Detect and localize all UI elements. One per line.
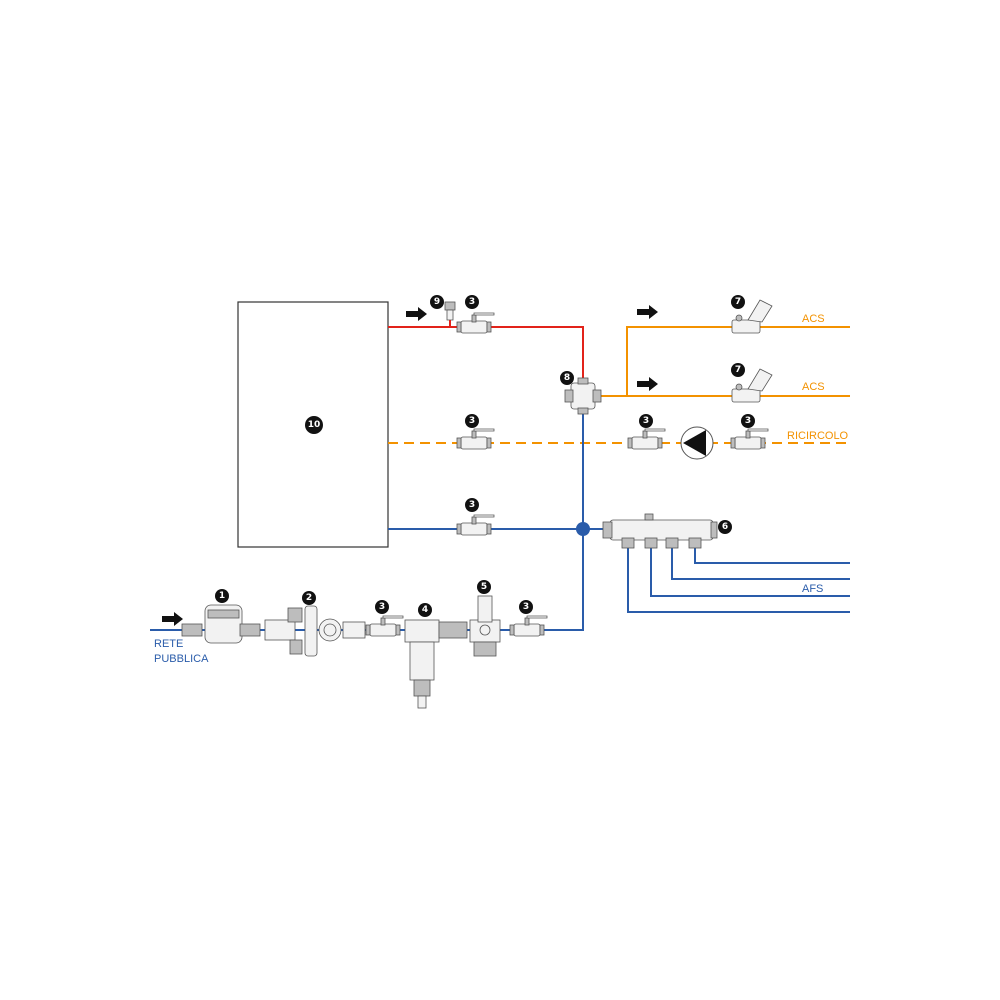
badge-5: 5	[477, 580, 491, 594]
badge-3-ric-3: 3	[741, 414, 755, 428]
badge-9: 9	[430, 295, 444, 309]
balancing-valve-mid	[731, 368, 773, 403]
balancing-valve-top	[731, 299, 773, 334]
svg-text:3: 3	[469, 416, 475, 426]
ball-valve-ricircolo-2	[627, 428, 666, 450]
cold-manifold	[602, 513, 718, 549]
svg-text:10: 10	[308, 420, 321, 430]
svg-text:1: 1	[219, 591, 225, 601]
badge-6: 6	[718, 520, 732, 534]
badge-1: 1	[215, 589, 229, 603]
cold-pipe-riser	[540, 410, 584, 631]
arrow-right-icon	[162, 612, 183, 626]
arrow-right-icon	[637, 305, 658, 319]
label-afs: AFS	[802, 583, 823, 595]
svg-text:3: 3	[523, 602, 529, 612]
ball-valve-hot	[456, 312, 495, 334]
ball-valve-inlet-1	[365, 615, 404, 637]
badge-7-top: 7	[731, 295, 745, 309]
pump-icon	[680, 426, 714, 460]
hot-pipe	[388, 326, 584, 382]
afs-branch-1	[694, 548, 850, 564]
svg-text:8: 8	[564, 373, 570, 383]
pressure-reducer	[469, 595, 501, 657]
badge-3-hot: 3	[465, 295, 479, 309]
label-acs-mid: ACS	[802, 381, 825, 393]
cold-junction	[576, 522, 590, 536]
ball-valve-inlet-2	[509, 615, 548, 637]
arrow-right-icon	[406, 307, 427, 321]
afs-branch-2	[671, 548, 850, 580]
badge-3-inlet-2: 3	[519, 600, 533, 614]
afs-branch-4	[627, 548, 850, 613]
svg-text:2: 2	[306, 593, 312, 603]
svg-text:4: 4	[422, 605, 428, 615]
air-vent-valve	[444, 301, 456, 327]
badge-3-cold: 3	[465, 498, 479, 512]
badge-7-mid: 7	[731, 363, 745, 377]
acs-pipe-top	[626, 326, 850, 396]
svg-text:6: 6	[722, 522, 728, 532]
ball-valve-cold	[456, 514, 495, 536]
valve-group	[264, 605, 366, 657]
ball-valve-ricircolo-3	[730, 428, 769, 450]
thermostatic-mixer	[564, 377, 602, 415]
label-acs-top: ACS	[802, 313, 825, 325]
svg-text:3: 3	[379, 602, 385, 612]
water-filter	[404, 619, 468, 709]
svg-text:5: 5	[481, 582, 487, 592]
svg-text:3: 3	[469, 500, 475, 510]
badge-tank: 10	[305, 416, 323, 434]
label-ricircolo: RICIRCOLO	[787, 430, 849, 442]
ball-valve-ricircolo-1	[456, 428, 495, 450]
badge-3-ric-2: 3	[639, 414, 653, 428]
badge-8: 8	[560, 371, 574, 385]
svg-text:9: 9	[434, 297, 440, 307]
badge-3-inlet-1: 3	[375, 600, 389, 614]
svg-text:3: 3	[745, 416, 751, 426]
label-rete: RETE	[154, 638, 183, 650]
badge-3-ric-1: 3	[465, 414, 479, 428]
water-meter	[181, 604, 261, 644]
arrow-right-icon	[637, 377, 658, 391]
badge-4: 4	[418, 603, 432, 617]
svg-text:3: 3	[469, 297, 475, 307]
afs-branch-3	[650, 548, 850, 597]
badge-2: 2	[302, 591, 316, 605]
svg-text:7: 7	[735, 297, 741, 307]
svg-text:3: 3	[643, 416, 649, 426]
svg-text:7: 7	[735, 365, 741, 375]
label-pubblica: PUBBLICA	[154, 653, 209, 665]
